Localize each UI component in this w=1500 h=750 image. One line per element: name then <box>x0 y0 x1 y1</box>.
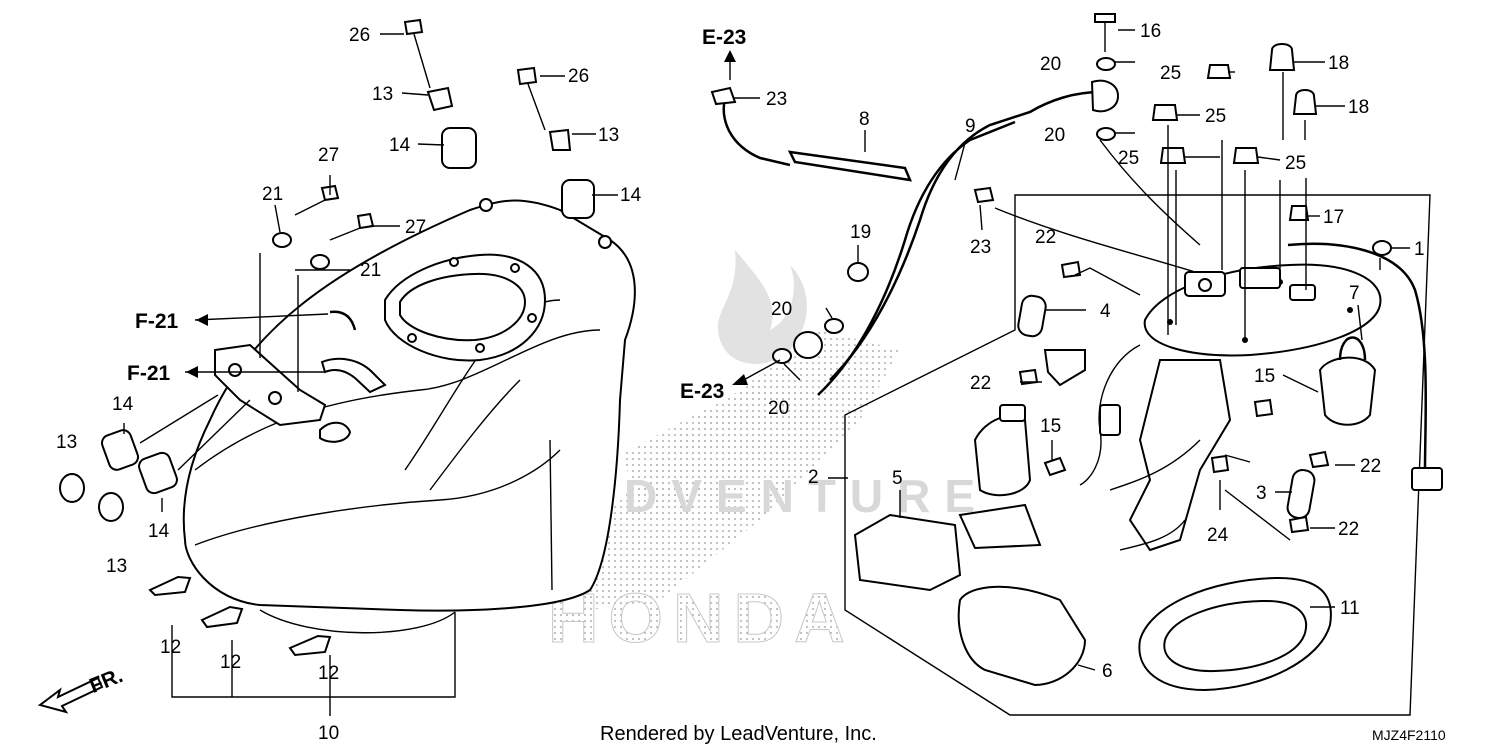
callout-4: 4 <box>1100 301 1111 322</box>
tank-protectors <box>148 575 332 657</box>
callout-25a: 25 <box>1160 63 1181 84</box>
ref-e23-bottom: E-23 <box>680 380 724 403</box>
callout-7: 7 <box>1349 283 1360 304</box>
callout-22b: 22 <box>970 373 991 394</box>
callout-25b: 25 <box>1205 106 1226 127</box>
callout-22c: 22 <box>1360 456 1381 477</box>
bolts-left <box>272 18 546 270</box>
callout-19: 19 <box>850 222 871 243</box>
callout-20c: 20 <box>1040 54 1061 75</box>
watermark: LEADVENTURE HONDA <box>490 250 975 658</box>
callout-18b: 18 <box>1348 97 1369 118</box>
ref-e23-top: E-23 <box>702 26 746 49</box>
callout-21a: 21 <box>262 184 283 205</box>
callout-15b: 15 <box>1040 416 1061 437</box>
callout-21b: 21 <box>360 260 381 281</box>
callout-13a: 13 <box>372 84 393 105</box>
callout-23b: 23 <box>970 237 991 258</box>
watermark-brand: HONDA <box>548 579 855 657</box>
fuel-pump-assembly <box>853 43 1443 692</box>
render-credit: Rendered by LeadVenture, Inc. <box>600 723 877 745</box>
callout-13c: 13 <box>56 432 77 453</box>
callout-10: 10 <box>318 723 339 744</box>
callout-12c: 12 <box>318 663 339 684</box>
front-arrow-icon <box>37 676 104 714</box>
callout-12b: 12 <box>220 652 241 673</box>
callout-22a: 22 <box>1035 227 1056 248</box>
reference-arrows <box>37 50 748 714</box>
callout-24: 24 <box>1207 525 1229 546</box>
callout-2: 2 <box>808 467 819 488</box>
fuel-pump-assembly-outline <box>844 194 1431 716</box>
ref-f21-bottom: F-21 <box>127 362 171 385</box>
callout-14a: 14 <box>389 135 411 156</box>
callout-15a: 15 <box>1254 366 1275 387</box>
leader-lines <box>123 29 1410 716</box>
callout-26a: 26 <box>349 25 370 46</box>
callout-22d: 22 <box>1338 519 1359 540</box>
callout-17: 17 <box>1323 207 1344 228</box>
callout-12a: 12 <box>160 637 181 658</box>
callout-9: 9 <box>965 116 976 137</box>
callout-13b: 13 <box>598 125 619 146</box>
callout-3: 3 <box>1256 483 1267 504</box>
callout-23a: 23 <box>766 89 787 110</box>
callout-25c: 25 <box>1118 148 1139 169</box>
callout-25d: 25 <box>1285 153 1306 174</box>
callout-11: 11 <box>1340 598 1360 619</box>
fuel-hoses <box>710 13 1120 396</box>
callout-14c: 14 <box>112 394 134 415</box>
fuel-tank <box>182 198 636 634</box>
callout-20d: 20 <box>1044 125 1065 146</box>
callout-14b: 14 <box>620 185 642 206</box>
callout-5: 5 <box>892 468 903 489</box>
callout-26b: 26 <box>568 66 589 87</box>
ref-f21-top: F-21 <box>135 310 179 333</box>
callout-20b: 20 <box>768 398 789 419</box>
callout-1: 1 <box>1414 239 1425 260</box>
callout-20a: 20 <box>771 299 792 320</box>
callout-13d: 13 <box>106 556 127 577</box>
callout-27a: 27 <box>318 145 339 166</box>
callout-27b: 27 <box>405 217 426 238</box>
callout-14d: 14 <box>148 521 170 542</box>
mount-rubbers <box>59 86 595 522</box>
diagram-code: MJZ4F2110 <box>1372 727 1446 743</box>
front-label: FR. <box>86 664 126 698</box>
callout-18a: 18 <box>1328 53 1349 74</box>
callout-16: 16 <box>1140 21 1161 42</box>
callout-8: 8 <box>859 109 870 130</box>
callout-labels: 26 13 14 26 13 14 27 27 21 21 14 13 14 1… <box>56 21 1425 744</box>
callout-6: 6 <box>1102 661 1113 682</box>
